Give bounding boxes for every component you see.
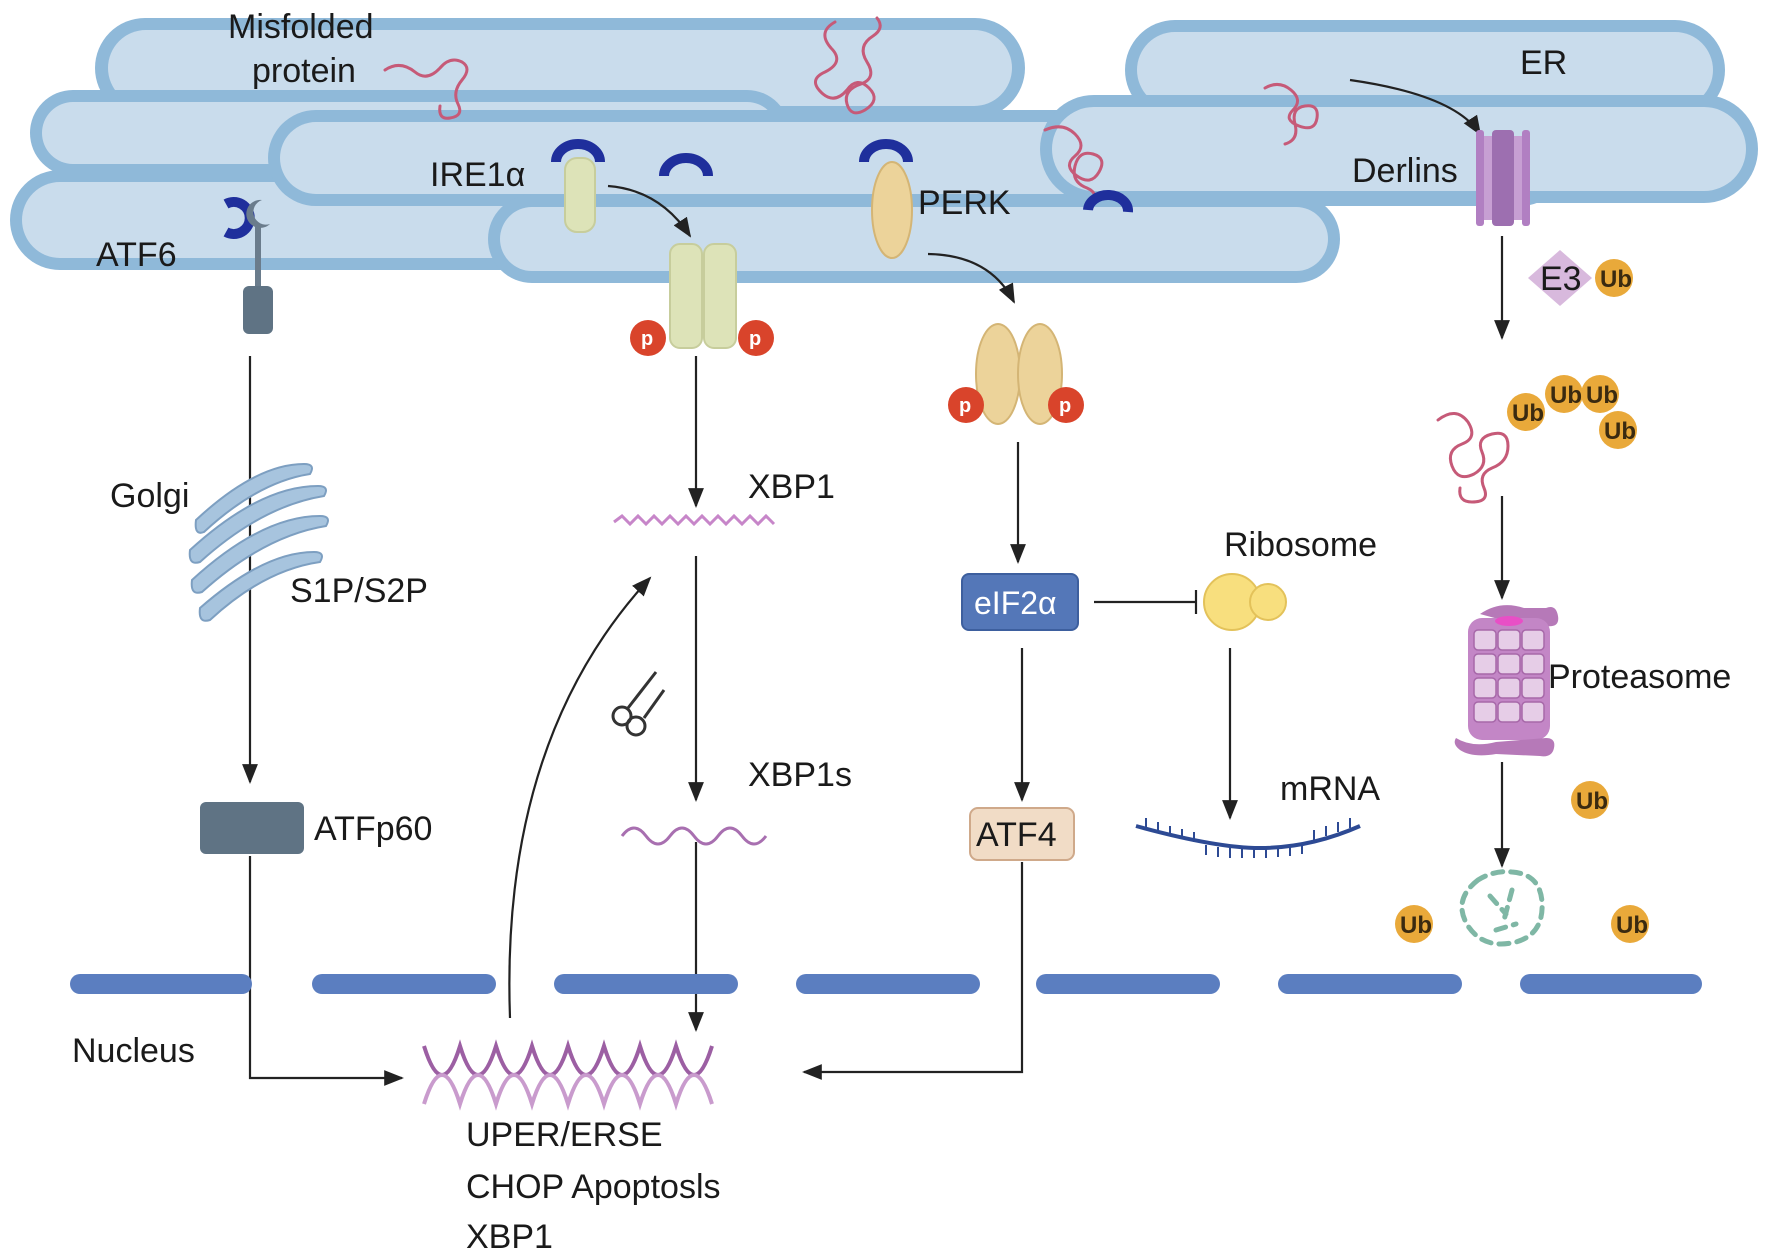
atf6-receptor (223, 197, 273, 334)
scissors-icon (611, 671, 666, 737)
chaperone-icon (859, 139, 913, 163)
misfolded-protein-icon (1263, 83, 1319, 146)
atfp60-to-nucleus-arrow (248, 856, 404, 1086)
ire1a-receptor (551, 139, 713, 233)
er-label: ER (1520, 44, 1567, 82)
xbp1s-label: XBP1s (748, 756, 852, 794)
ubiquitin-icon: Ub (1395, 905, 1433, 943)
ub-label: Ub (1400, 912, 1432, 939)
eif2a-box (961, 573, 1079, 631)
proteasome-icon (1454, 605, 1559, 757)
ire1a-dimer: p p (630, 243, 774, 356)
golgi-label: Golgi (110, 477, 189, 515)
e3-ligase: E3 (1528, 250, 1592, 306)
ub-label: Ub (1512, 400, 1544, 427)
atfp60-box (200, 802, 304, 854)
ubiquitin-icon: Ub (1595, 259, 1633, 297)
xbp1s-mrna-icon (620, 826, 768, 846)
activation-arrow (927, 252, 1015, 304)
perk-receptor (859, 139, 1133, 259)
phospho-label: p (959, 395, 971, 417)
ub-label: Ub (1616, 912, 1648, 939)
ubiquitin-icon: Ub (1507, 393, 1545, 431)
perk-label: PERK (918, 184, 1011, 222)
phospho-icon: p (948, 387, 984, 423)
chaperone-icon (659, 153, 713, 177)
atf4-label: ATF4 (976, 816, 1057, 854)
atfp60-label: ATFp60 (314, 810, 432, 848)
misfolded-protein-icon (383, 58, 469, 120)
phospho-label: p (1059, 395, 1071, 417)
phospho-icon: p (630, 320, 666, 356)
e3-label: E3 (1540, 260, 1582, 298)
inhibition-arrow (1094, 590, 1198, 614)
target-gene-label-2: CHOP Apoptosls (466, 1168, 721, 1206)
er-cisterna-lower (488, 195, 1340, 283)
xbp1-mrna-icon (613, 513, 776, 527)
ribosome-icon (1203, 573, 1287, 631)
ubiquitin-icon: Ub (1599, 411, 1637, 449)
ubiquitin-icon: Ub (1611, 905, 1649, 943)
atf4-to-nucleus-arrow (802, 862, 1024, 1080)
ubiquitin-icon: Ub (1571, 781, 1609, 819)
mrna-icon (1135, 818, 1361, 858)
retrotranslocation-arrow (1349, 78, 1482, 136)
ub-label: Ub (1550, 382, 1582, 409)
atf6-label: ATF6 (96, 236, 177, 274)
phospho-label: p (749, 328, 761, 350)
chaperone-icon (1083, 189, 1133, 213)
peptide-fragments-icon (1459, 869, 1545, 947)
misfolded-protein-icon (1043, 125, 1104, 210)
phospho-label: p (641, 328, 653, 350)
target-gene-label-1: UPER/ERSE (466, 1116, 663, 1154)
er-cisterna-right (1040, 95, 1758, 203)
dna-helix-icon (422, 1039, 714, 1111)
golgi-icon (188, 462, 329, 622)
ire1a-label: IRE1α (430, 156, 525, 194)
misfolded-protein-label-line1: Misfolded (228, 8, 374, 46)
derlins-channel (1476, 130, 1530, 226)
nuclear-envelope (70, 974, 1702, 994)
chaperone-icon (551, 139, 605, 163)
ubiquitin-icon: Ub (1545, 375, 1583, 413)
ubiquitin-icon: Ub (1581, 375, 1619, 413)
proteasome-label: Proteasome (1548, 658, 1731, 696)
xbp1-label: XBP1 (748, 468, 835, 506)
derlins-label: Derlins (1352, 152, 1458, 190)
activation-arrow (607, 184, 692, 238)
ub-label: Ub (1604, 418, 1636, 445)
misfolded-protein-icon (814, 16, 882, 115)
ribosome-label: Ribosome (1224, 526, 1377, 564)
ubiquitinated-protein: Ub Ub Ub Ub (1436, 375, 1637, 504)
perk-dimer: p p (948, 323, 1084, 425)
feedback-arrow (508, 576, 652, 1019)
phospho-icon: p (738, 320, 774, 356)
ub-label: Ub (1600, 266, 1632, 293)
ub-label: Ub (1586, 382, 1618, 409)
target-gene-label-3: XBP1 (466, 1218, 553, 1256)
atf4-box (969, 807, 1075, 861)
s1p-s2p-label: S1P/S2P (290, 572, 428, 610)
eif2a-label: eIF2α (974, 585, 1057, 621)
phospho-icon: p (1048, 387, 1084, 423)
ub-label: Ub (1576, 788, 1608, 815)
nucleus-label: Nucleus (72, 1032, 195, 1070)
mrna-label: mRNA (1280, 770, 1380, 808)
misfolded-protein-label-line2: protein (252, 52, 356, 90)
